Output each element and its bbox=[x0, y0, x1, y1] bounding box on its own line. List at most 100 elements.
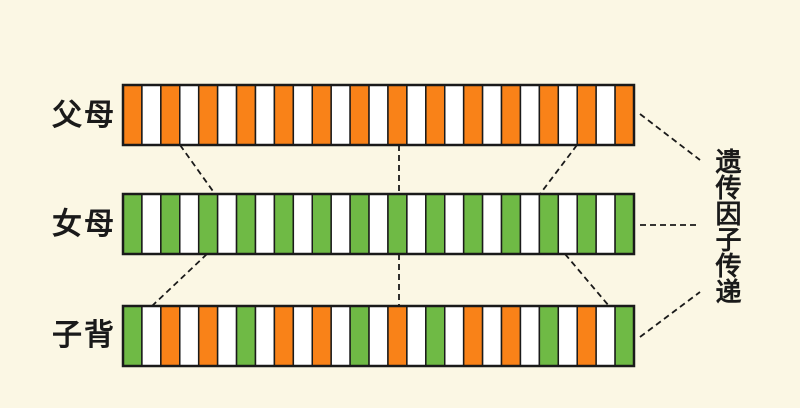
mother-gene-segment bbox=[557, 193, 578, 255]
father-gene-segment bbox=[500, 84, 522, 146]
father-gene-segment bbox=[481, 84, 503, 146]
mother-gene-segment bbox=[216, 193, 238, 255]
father-chromosome-strip bbox=[121, 83, 636, 147]
father-gene-segment bbox=[462, 84, 484, 146]
child-gene-segment bbox=[462, 305, 484, 367]
mother-strip-outline bbox=[121, 192, 636, 256]
father-gene-segment bbox=[216, 84, 238, 146]
mother-gene-segment bbox=[387, 193, 408, 255]
mother-gene-segment bbox=[576, 193, 597, 255]
child-gene-segment bbox=[349, 305, 370, 367]
father-gene-segment bbox=[387, 84, 408, 146]
father-gene-segment bbox=[614, 84, 635, 146]
child-gene-segment bbox=[330, 305, 351, 367]
child-gene-segment bbox=[216, 305, 238, 367]
child-gene-segment bbox=[311, 305, 332, 367]
mother-gene-segment bbox=[197, 193, 219, 255]
child-strip-outline bbox=[121, 304, 636, 368]
father-side-connector bbox=[639, 113, 701, 161]
child-gene-segment bbox=[576, 305, 597, 367]
mother-chromosome-strip bbox=[121, 192, 636, 256]
child-gene-segment bbox=[292, 305, 314, 367]
mother-child-connector bbox=[564, 253, 610, 307]
mother-gene-segment bbox=[179, 193, 200, 255]
child-gene-segment bbox=[368, 305, 389, 367]
mother-gene-segment bbox=[254, 193, 276, 255]
father-gene-segment bbox=[235, 84, 257, 146]
father-gene-segment bbox=[538, 84, 560, 146]
father-gene-segment bbox=[122, 84, 143, 146]
mother-gene-segment bbox=[349, 193, 370, 255]
father-gene-segment bbox=[179, 84, 200, 146]
father-gene-segment bbox=[160, 84, 181, 146]
child-gene-segment bbox=[406, 305, 427, 367]
father-gene-segment bbox=[443, 84, 465, 146]
father-gene-segment bbox=[330, 84, 351, 146]
mother-gene-segment bbox=[406, 193, 427, 255]
child-gene-segment bbox=[443, 305, 465, 367]
child-gene-segment bbox=[235, 305, 257, 367]
mother-gene-segment bbox=[425, 193, 446, 255]
child-chromosome-strip bbox=[121, 304, 636, 368]
child-gene-segment bbox=[538, 305, 560, 367]
mother-gene-segment bbox=[614, 193, 635, 255]
child-gene-segment bbox=[254, 305, 276, 367]
mother-gene-segment bbox=[273, 193, 295, 255]
mother-gene-segment bbox=[462, 193, 484, 255]
mother-gene-segment bbox=[368, 193, 389, 255]
father-mother-connector bbox=[539, 144, 578, 195]
child-gene-segment bbox=[557, 305, 578, 367]
father-label: 父母 bbox=[52, 98, 116, 133]
mother-gene-segment bbox=[311, 193, 332, 255]
child-gene-segment bbox=[425, 305, 446, 367]
father-gene-segment bbox=[576, 84, 597, 146]
father-gene-segment bbox=[406, 84, 427, 146]
mother-gene-segment bbox=[292, 193, 314, 255]
mother-gene-segment bbox=[160, 193, 181, 255]
father-gene-segment bbox=[349, 84, 370, 146]
dashed-connectors bbox=[151, 113, 701, 338]
child-gene-segment bbox=[197, 305, 219, 367]
child-gene-segment bbox=[273, 305, 295, 367]
child-gene-segment bbox=[122, 305, 143, 367]
mother-label: 女母 bbox=[52, 207, 116, 242]
mother-gene-segment bbox=[330, 193, 351, 255]
child-gene-segment bbox=[481, 305, 503, 367]
father-gene-segment bbox=[197, 84, 219, 146]
father-mother-connector bbox=[179, 144, 216, 195]
child-side-connector bbox=[639, 291, 701, 338]
mother-gene-segment bbox=[500, 193, 522, 255]
mother-child-connector bbox=[151, 253, 208, 307]
father-gene-segment bbox=[519, 84, 541, 146]
mother-gene-segment bbox=[443, 193, 465, 255]
child-gene-segment bbox=[500, 305, 522, 367]
father-strip-outline bbox=[121, 83, 636, 147]
mother-gene-segment bbox=[235, 193, 257, 255]
child-gene-segment bbox=[141, 305, 162, 367]
child-label: 子背 bbox=[52, 318, 116, 353]
mother-gene-segment bbox=[481, 193, 503, 255]
father-gene-segment bbox=[557, 84, 578, 146]
father-gene-segment bbox=[368, 84, 389, 146]
child-gene-segment bbox=[595, 305, 616, 367]
mother-gene-segment bbox=[519, 193, 541, 255]
mother-gene-segment bbox=[595, 193, 616, 255]
father-gene-segment bbox=[311, 84, 332, 146]
mother-gene-segment bbox=[141, 193, 162, 255]
child-gene-segment bbox=[160, 305, 181, 367]
father-gene-segment bbox=[425, 84, 446, 146]
mother-gene-segment bbox=[122, 193, 143, 255]
child-gene-segment bbox=[387, 305, 408, 367]
father-gene-segment bbox=[595, 84, 616, 146]
father-gene-segment bbox=[254, 84, 276, 146]
child-gene-segment bbox=[179, 305, 200, 367]
mother-gene-segment bbox=[538, 193, 560, 255]
father-gene-segment bbox=[141, 84, 162, 146]
inheritance-side-label: 遗传因子传递 bbox=[711, 148, 741, 304]
father-gene-segment bbox=[273, 84, 295, 146]
child-gene-segment bbox=[519, 305, 541, 367]
father-gene-segment bbox=[292, 84, 314, 146]
child-gene-segment bbox=[614, 305, 635, 367]
